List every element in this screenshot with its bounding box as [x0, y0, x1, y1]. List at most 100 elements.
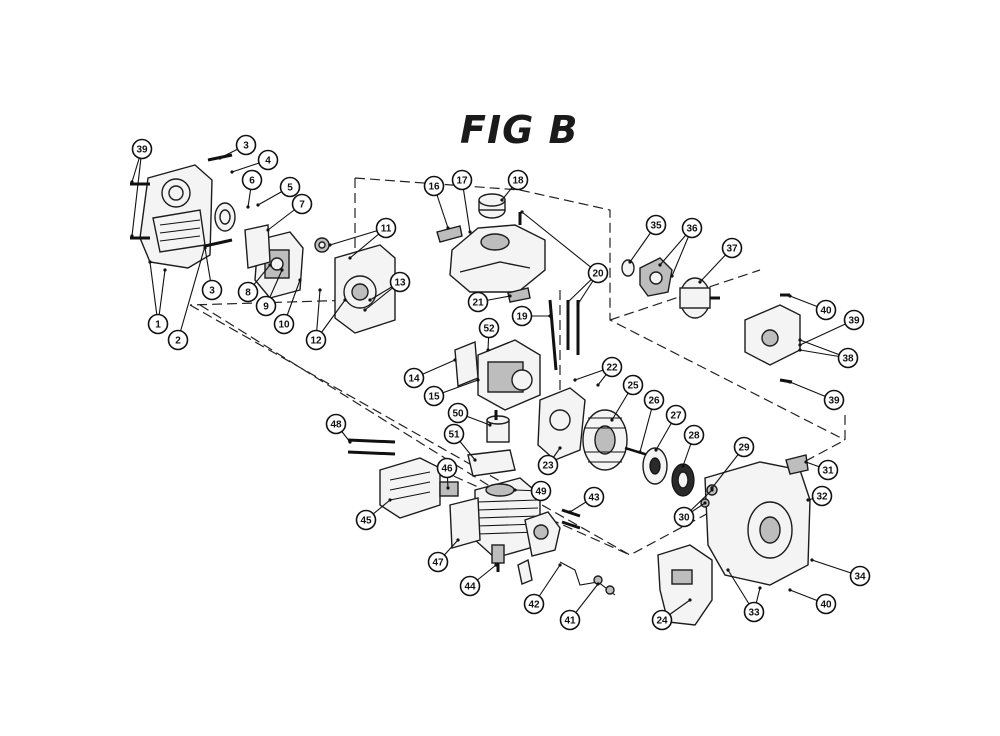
- leader-dot-c51-0: [473, 458, 477, 462]
- callout-number: 11: [381, 224, 392, 235]
- callout-circle: [279, 176, 301, 198]
- callout-circle: [241, 169, 263, 191]
- fuel-line: [548, 299, 558, 371]
- callout-number: 33: [748, 608, 760, 619]
- leader-dot-c7-0: [266, 228, 270, 232]
- crankcase-gasket: [454, 340, 479, 388]
- leader-dot-c49-0: [513, 488, 517, 492]
- callout-circle: [683, 424, 705, 446]
- callout-c32: 32: [811, 485, 833, 507]
- callout-c38: 38: [837, 347, 859, 369]
- callout-number: 28: [688, 431, 700, 442]
- callout-circle: [443, 423, 465, 445]
- callout-c13: 13: [389, 271, 411, 293]
- callout-number: 44: [464, 582, 476, 593]
- callout-circle: [305, 329, 327, 351]
- callout-number: 38: [842, 354, 854, 365]
- leader-dot-c26-0: [638, 450, 642, 454]
- callout-number: 14: [408, 374, 420, 385]
- clutch-shoes: [639, 257, 673, 297]
- callout-c11: 11: [375, 217, 397, 239]
- leader-dot-c34-0: [810, 558, 814, 562]
- callout-circle: [423, 175, 445, 197]
- starter-pulley: [642, 447, 668, 485]
- callout-number: 17: [456, 176, 468, 187]
- crankshaft-key: [624, 446, 649, 457]
- callout-c9: 9: [255, 295, 277, 317]
- leader-dot-c24-0: [688, 598, 692, 602]
- callout-number: 40: [820, 600, 832, 611]
- muffler-bolts: [347, 438, 396, 456]
- callout-number: 36: [686, 224, 698, 235]
- callout-circle: [257, 149, 279, 171]
- leader-dot-c46-0: [446, 486, 450, 490]
- leader-dot-c36-1: [670, 274, 674, 278]
- callout-c7: 7: [291, 193, 313, 215]
- leader-dot-c20-0: [520, 210, 524, 214]
- callout-circle: [131, 138, 153, 160]
- callout-circle: [467, 291, 489, 313]
- callout-circle: [645, 214, 667, 236]
- tank-mount: [507, 287, 531, 303]
- leader-dot-c18-0: [500, 198, 504, 202]
- callout-circle: [389, 271, 411, 293]
- leader-dot-c30-0: [703, 501, 707, 505]
- leader-dot-c27-0: [654, 448, 658, 452]
- callout-c10: 10: [273, 313, 295, 335]
- callout-circle: [559, 609, 581, 631]
- callout-circle: [459, 575, 481, 597]
- callout-number: 37: [726, 244, 738, 255]
- callout-c29: 29: [733, 436, 755, 458]
- callout-circle: [815, 593, 837, 615]
- callout-circle: [681, 217, 703, 239]
- callout-number: 26: [648, 396, 660, 407]
- callout-c19: 19: [511, 305, 533, 327]
- callout-circle: [255, 295, 277, 317]
- callout-number: 42: [528, 600, 540, 611]
- callout-c41: 41: [559, 609, 581, 631]
- carburetor-gasket: [244, 224, 271, 269]
- leader-dot-c30-1: [710, 488, 714, 492]
- leader-dot-c44-0: [494, 563, 498, 567]
- spark-boot: [517, 558, 533, 585]
- callout-c16: 16: [423, 175, 445, 197]
- callout-c14: 14: [403, 367, 425, 389]
- leader-dot-c25-0: [610, 418, 614, 422]
- leader-dot-c22-1: [596, 383, 600, 387]
- callout-circle: [673, 506, 695, 528]
- callout-circle: [817, 459, 839, 481]
- tank-screws: [518, 212, 580, 355]
- callout-circle: [849, 565, 871, 587]
- leader-dot-c47-0: [456, 538, 460, 542]
- callout-c2: 2: [167, 329, 189, 351]
- leader-line-c1-0: [149, 261, 159, 325]
- leader-line-c39a-1: [131, 148, 143, 237]
- callout-number: 18: [512, 176, 524, 187]
- callout-circle: [815, 299, 837, 321]
- callout-number: 23: [542, 461, 554, 472]
- callout-c5: 5: [279, 176, 301, 198]
- callout-circle: [167, 329, 189, 351]
- callout-number: 34: [854, 572, 866, 583]
- callout-c3b: 3: [201, 279, 223, 301]
- leader-dot-c13-1: [363, 308, 367, 312]
- callout-c39c: 39: [823, 389, 845, 411]
- callout-circle: [403, 367, 425, 389]
- callout-number: 6: [249, 176, 255, 187]
- leader-dot-c32-0: [806, 498, 810, 502]
- callout-c25: 25: [622, 374, 644, 396]
- callout-number: 3: [209, 286, 215, 297]
- callout-circle: [823, 389, 845, 411]
- leader-dot-c20-2: [576, 302, 580, 306]
- callout-c24: 24: [651, 609, 673, 631]
- callout-c33: 33: [743, 601, 765, 623]
- callout-c21: 21: [467, 291, 489, 313]
- callout-circle: [355, 509, 377, 531]
- callout-circle: [427, 551, 449, 573]
- callout-circle: [325, 413, 347, 435]
- callout-c35: 35: [645, 214, 667, 236]
- callout-c23: 23: [537, 454, 559, 476]
- callout-c49: 49: [530, 480, 552, 502]
- leader-dot-c31-0: [804, 460, 808, 464]
